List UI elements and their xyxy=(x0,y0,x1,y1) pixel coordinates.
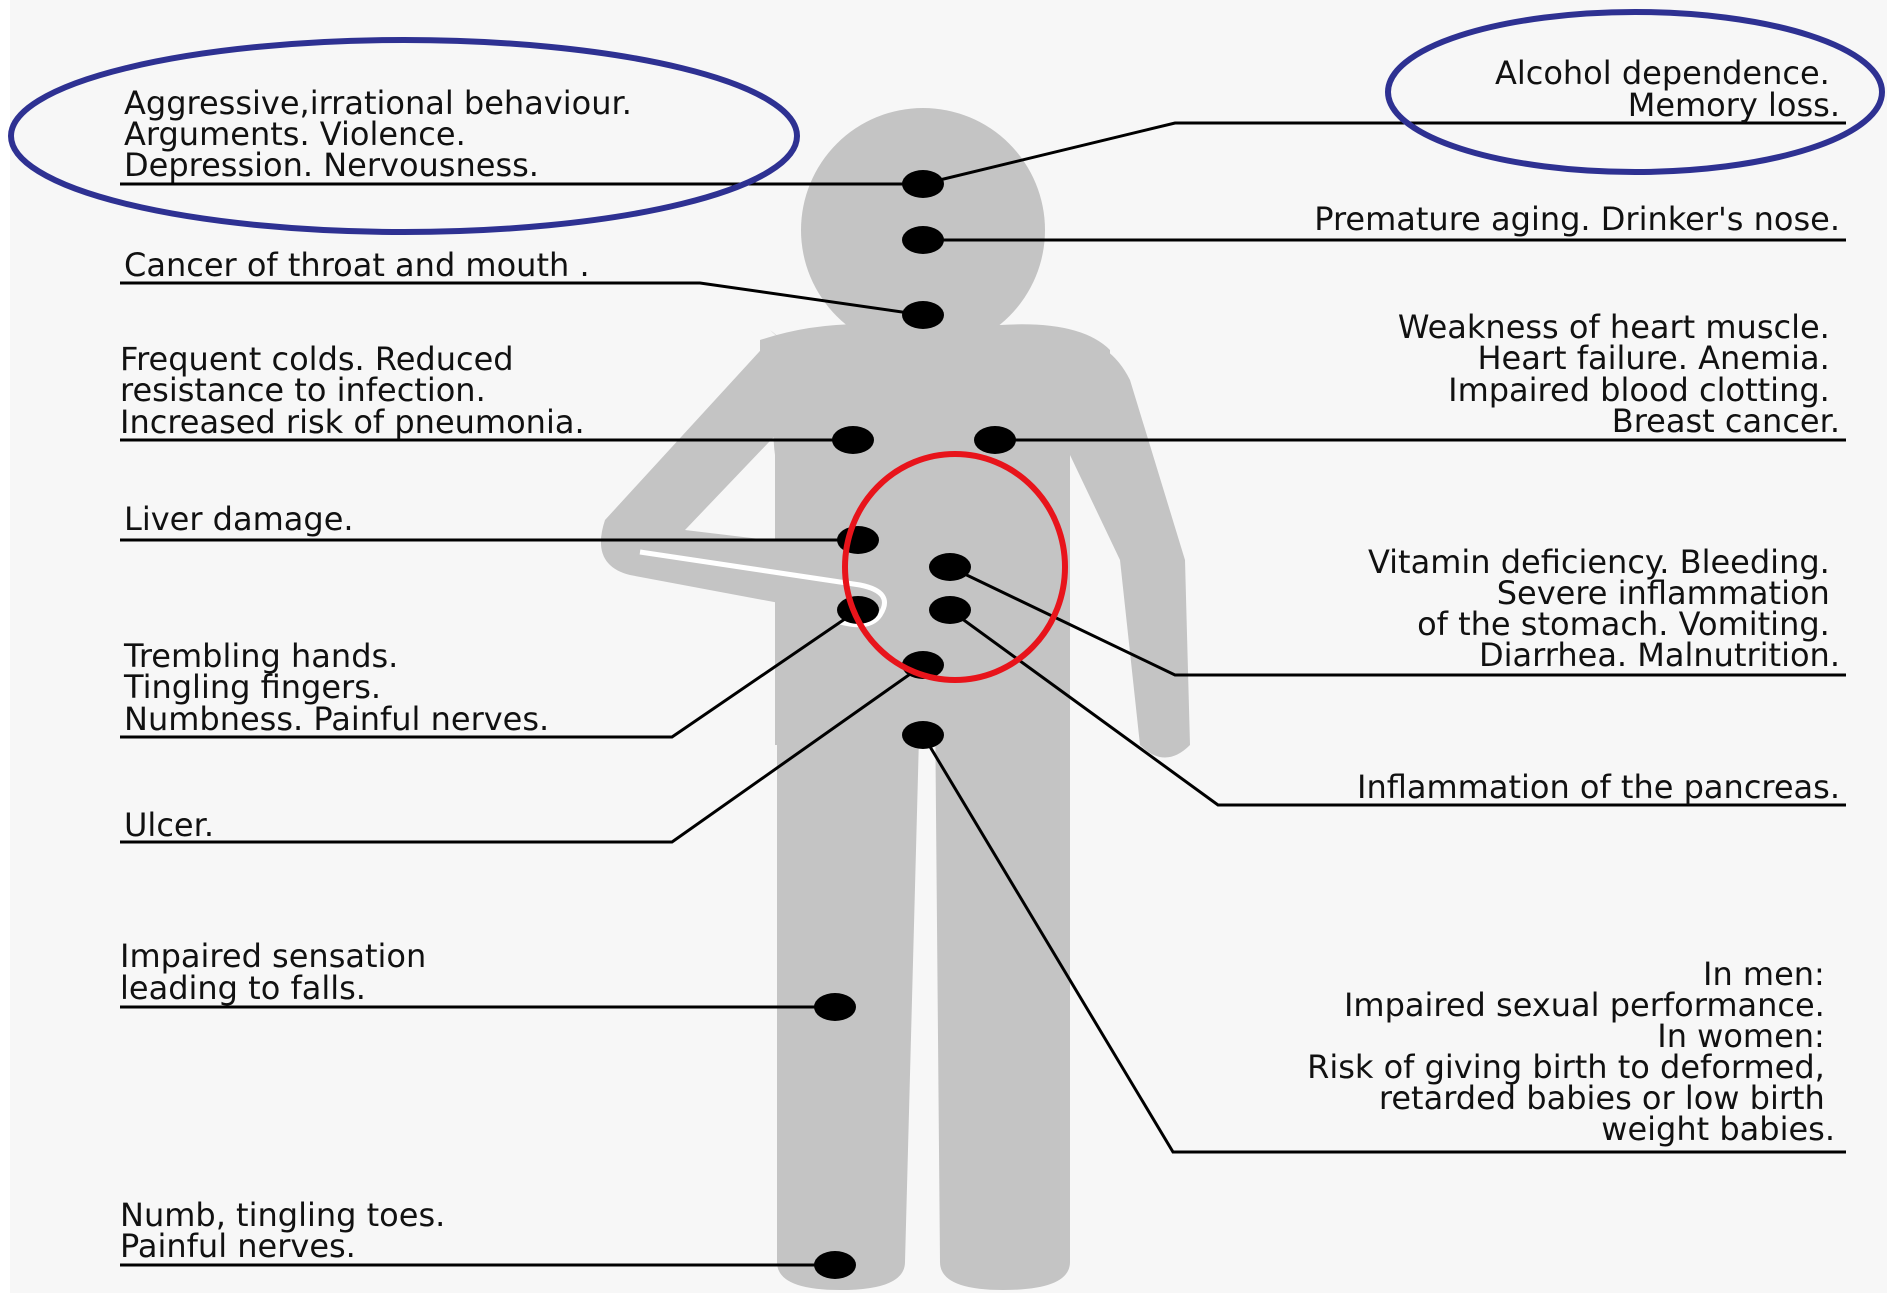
dot-brain xyxy=(902,170,944,198)
left-margin-strip xyxy=(0,0,10,1293)
torso-shoulders xyxy=(760,324,1110,400)
dot-reproductive xyxy=(902,721,944,749)
dot-throat xyxy=(902,301,944,329)
dot-nose xyxy=(902,226,944,254)
label-ulcer: Ulcer. xyxy=(124,806,214,844)
label-liver: Liver damage. xyxy=(124,500,354,538)
dot-toes xyxy=(814,1251,856,1279)
label-pancreas: Inflammation of the pancreas. xyxy=(1357,768,1840,806)
dot-stomach xyxy=(929,553,971,581)
label-throat: Cancer of throat and mouth . xyxy=(124,246,590,284)
label-aging: Premature aging. Drinker's nose. xyxy=(1314,200,1840,238)
dot-heart xyxy=(974,426,1016,454)
dot-thigh xyxy=(814,993,856,1021)
dot-pancreas xyxy=(929,596,971,624)
dot-lung xyxy=(832,426,874,454)
left-leg xyxy=(777,700,920,1290)
